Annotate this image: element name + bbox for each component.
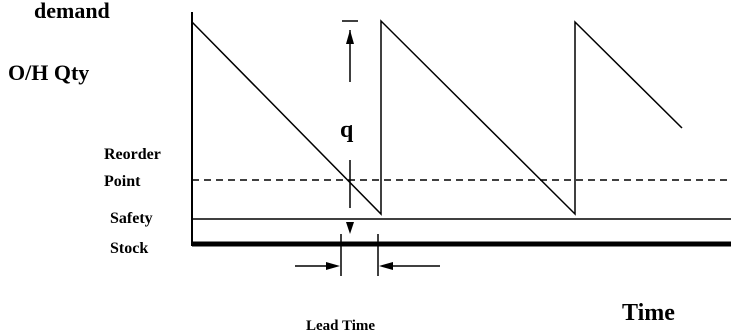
arrow-down-icon [346, 222, 354, 234]
onhand-qty-label: O/H Qty [8, 60, 89, 85]
order-quantity-label: q [340, 117, 354, 143]
time-axis-label: Time [622, 300, 675, 326]
arrow-up-icon [346, 30, 354, 44]
lead-time-label: Lead Time [306, 318, 375, 331]
arrow-right-icon [326, 262, 340, 270]
inventory-level-curve [191, 19, 683, 216]
lead-time-markers [295, 234, 440, 276]
arrow-left-icon [379, 262, 393, 270]
reorder-label-line2: Point [104, 173, 141, 190]
order-quantity-dimension [342, 20, 358, 234]
reorder-label-line1: Reorder [104, 146, 161, 163]
safety-label-line2: Stock [110, 240, 148, 257]
safety-label-line1: Safety [110, 210, 153, 227]
demand-label: demand [34, 0, 110, 23]
